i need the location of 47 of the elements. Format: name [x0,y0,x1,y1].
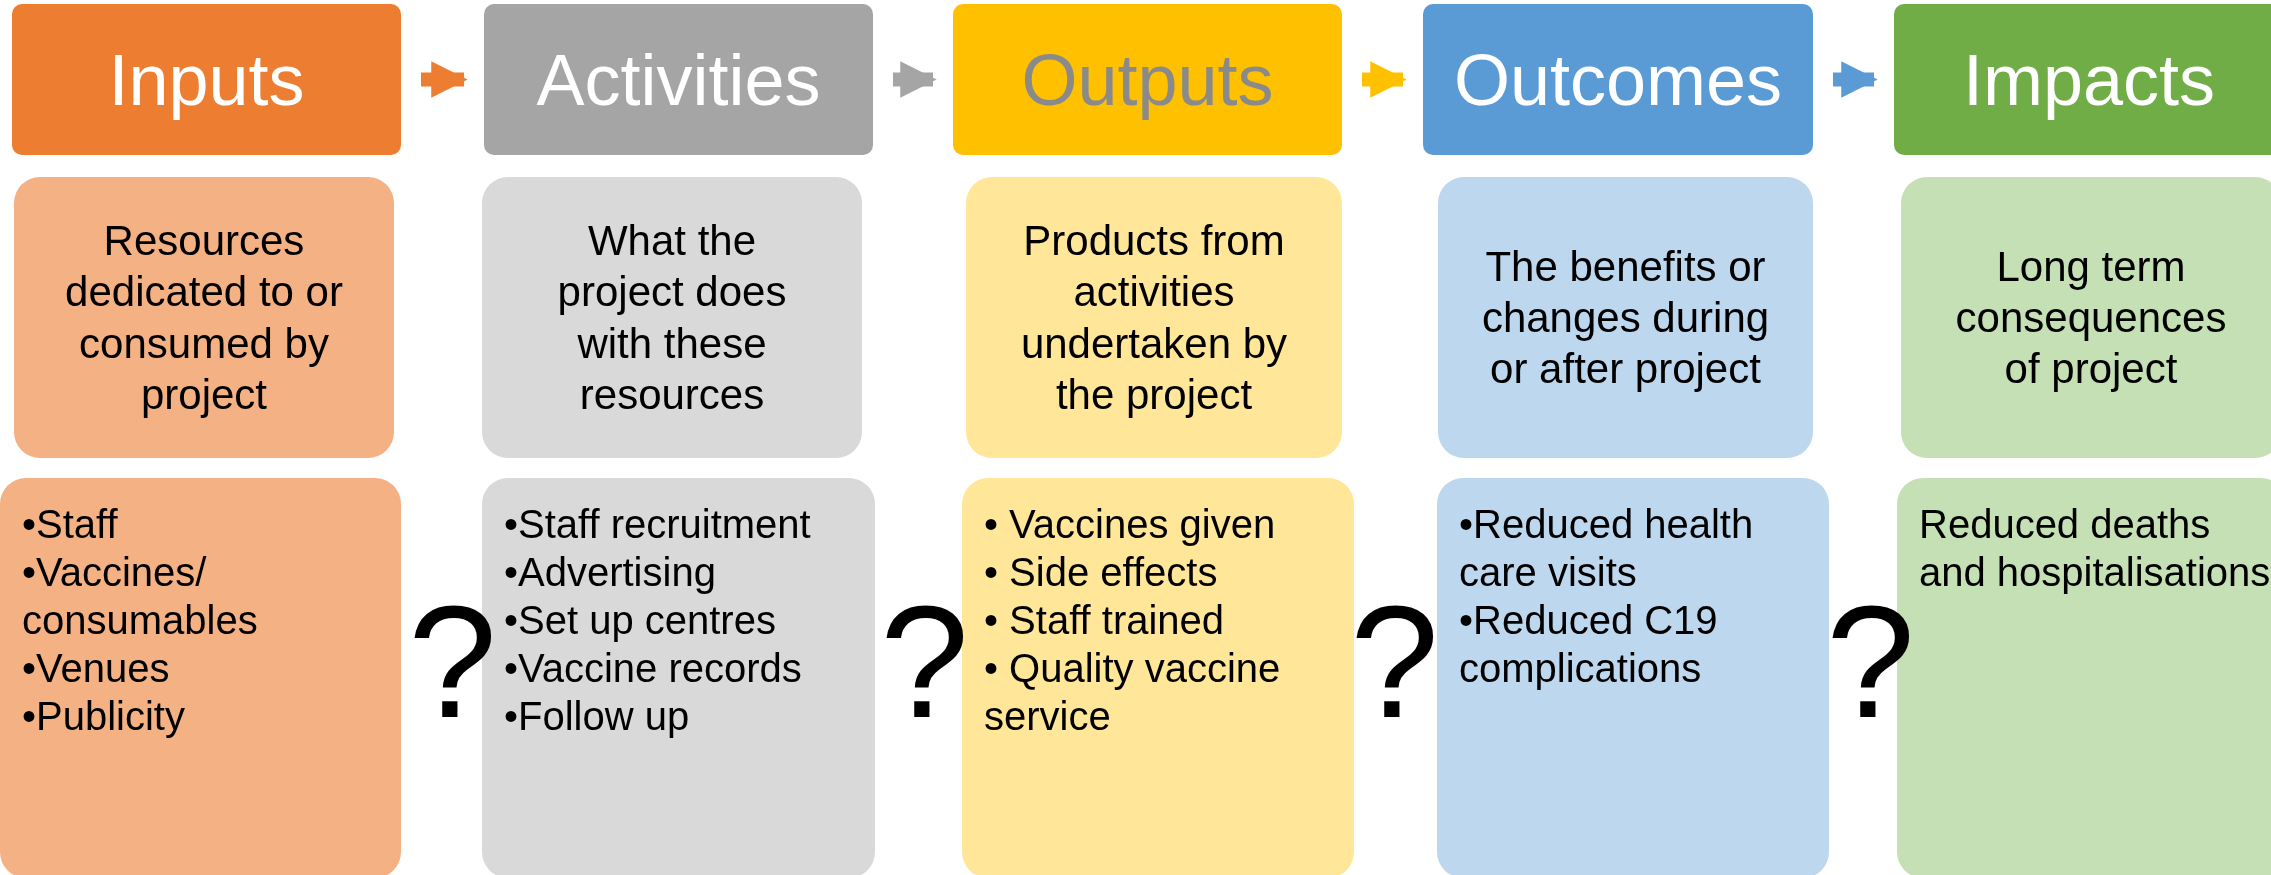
bullet-item: •Set up centres [504,597,777,644]
description-box [1438,177,1813,458]
list-box [0,478,401,875]
list-box [962,478,1354,875]
description-box [1901,177,2271,458]
bullet-item: •Publicity [22,693,186,740]
description-text: Long term consequences of project [1954,241,2228,395]
description-box [482,177,862,458]
description-box [14,177,394,458]
header-title: Impacts [1962,38,2216,121]
header-title: Inputs [108,38,305,121]
arrow [893,61,937,98]
header-title: Outcomes [1453,38,1783,121]
question-mark: ? [1826,571,1915,753]
header-box [1423,4,1813,155]
header-box [484,4,873,155]
description-text: The benefits or changes during or after project [1480,241,1771,395]
bullet-item: • Vaccines given [984,501,1277,548]
header-box [12,4,401,155]
description-box [966,177,1342,458]
header-title: Activities [536,38,821,121]
bullet-item: •Staff [22,501,119,548]
question-mark: ? [1350,571,1439,753]
description-text: What the project does with these resources [556,216,788,420]
bullet-item: •Reduced health care visits [1459,501,1755,596]
arrow [1833,61,1878,98]
header-box [1894,4,2271,155]
arrow [1362,61,1407,98]
description-text: Products from activities undertaken by the project [1019,216,1289,420]
bullet-item: •Reduced C19 complications [1459,597,1719,692]
bullet-item: • Staff trained [984,597,1226,644]
header-box [953,4,1342,155]
header-title: Outputs [1021,38,1274,121]
bullet-item: •Staff recruitment [504,501,812,548]
bullet-item: •Vaccine records [504,645,803,692]
bullet-item: • Side effects [984,549,1219,596]
description-text: Resources dedicated to or consumed by project [64,216,344,420]
list-box [1437,478,1829,875]
list-text: Reduced deaths and hospitalisations [1919,501,2271,596]
question-mark: ? [880,571,969,753]
bullet-item: • Quality vaccine service [984,645,1282,740]
bullet-item: •Venues [22,645,171,692]
bullet-item: •Vaccines/ consumables [22,549,259,644]
bullet-item: •Follow up [504,693,691,740]
bullet-item: •Advertising [504,549,717,596]
arrow [421,61,468,98]
question-mark: ? [408,571,497,753]
